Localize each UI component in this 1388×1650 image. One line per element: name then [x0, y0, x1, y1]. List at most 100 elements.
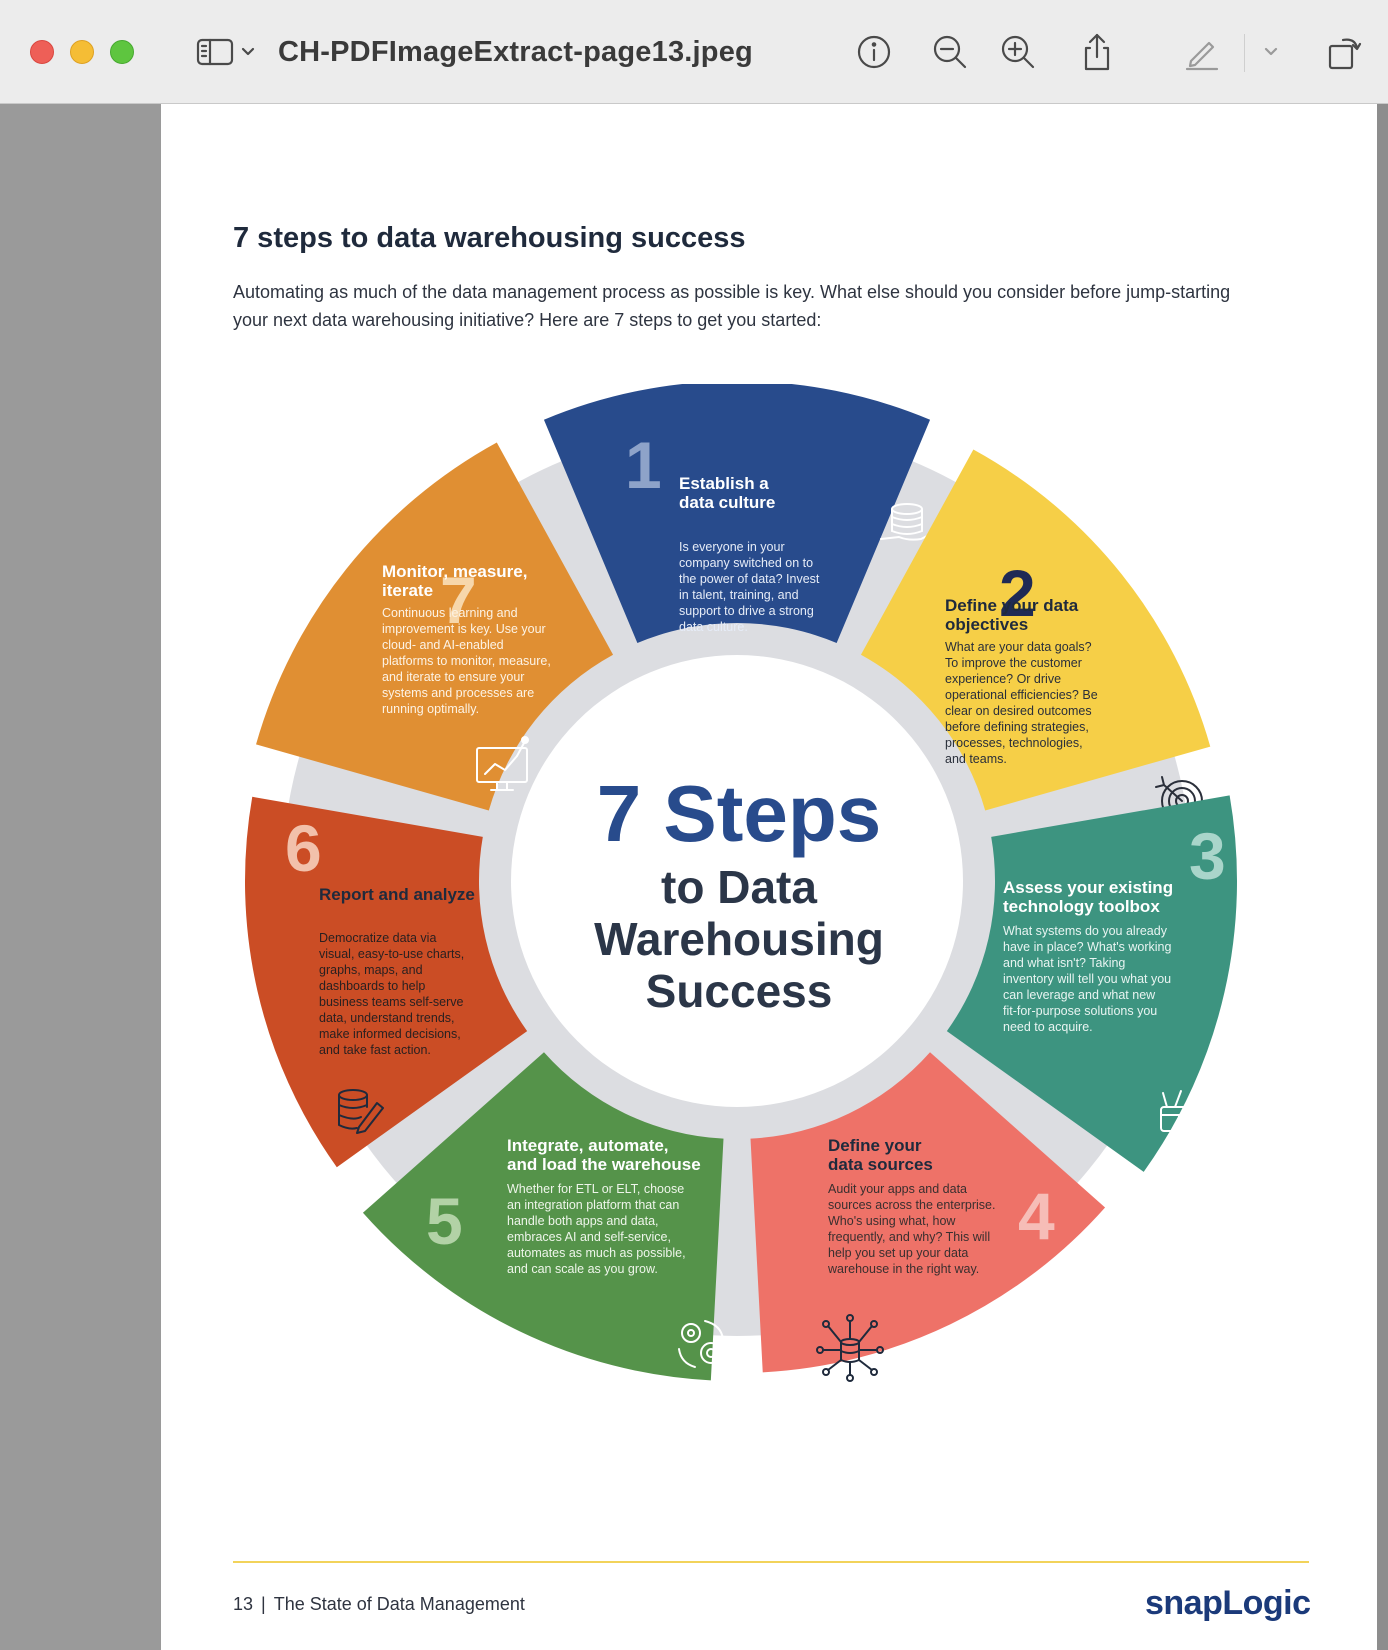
- step-5-title: Integrate, automate,: [507, 1136, 669, 1155]
- center-subtitle-line-1: to Data: [661, 861, 817, 913]
- step-4-body-line: frequently, and why? This will: [828, 1230, 990, 1244]
- step-5-body-line: handle both apps and data,: [507, 1214, 659, 1228]
- close-window-button[interactable]: [30, 40, 54, 64]
- step-4-body-line: Who's using what, how: [828, 1214, 956, 1228]
- chevron-down-icon: [241, 47, 255, 56]
- zoom-in-button[interactable]: [996, 30, 1040, 74]
- step-6-body-line: business teams self-serve: [319, 995, 464, 1009]
- step-2-title: Define your data: [945, 596, 1079, 615]
- step-1-wedge: [543, 384, 931, 644]
- step-4-wedge: [750, 1052, 1106, 1373]
- step-3-wedge: [946, 795, 1237, 1172]
- toolbar-divider: [1244, 34, 1245, 72]
- markup-button[interactable]: [1180, 30, 1224, 74]
- step-1-body-line: Is everyone in your: [679, 540, 785, 554]
- step-4-title: Define your: [828, 1136, 922, 1155]
- markup-menu-button[interactable]: [1256, 30, 1286, 74]
- footer-divider: [233, 1561, 1309, 1563]
- monitor-chart-icon: [476, 736, 529, 791]
- chevron-down-icon: [1264, 47, 1278, 56]
- step-3-body-line: can leverage and what new: [1003, 988, 1156, 1002]
- step-4-title-line-2: data sources: [828, 1155, 933, 1174]
- step-1-body-line: data culture.: [679, 620, 748, 634]
- footer-separator: |: [261, 1594, 266, 1614]
- step-7-number: 7: [440, 563, 477, 637]
- step-2-body-line: clear on desired outcomes: [945, 704, 1092, 718]
- step-7-body-line: improvement is key. Use your: [382, 622, 546, 636]
- step-6-body-line: data, understand trends,: [319, 1011, 455, 1025]
- zoom-out-button[interactable]: [928, 30, 972, 74]
- zoom-in-icon: [1001, 35, 1035, 69]
- step-5-number: 5: [426, 1184, 463, 1258]
- step-6-title: Report and analyze: [319, 885, 475, 904]
- sidebar-icon: [196, 38, 234, 66]
- document-title: The State of Data Management: [273, 1594, 525, 1614]
- step-3-body-line: What systems do you already: [1003, 924, 1168, 938]
- step-3-body-line: inventory will tell you what you: [1003, 972, 1171, 986]
- intro-paragraph: Automating as much of the data managemen…: [233, 282, 1231, 330]
- rotate-icon: [1328, 38, 1362, 70]
- step-2-body-line: What are your data goals?: [945, 640, 1092, 654]
- step-7-title-line-2: iterate: [382, 581, 433, 600]
- step-5-body-line: embraces AI and self-service,: [507, 1230, 671, 1244]
- step-2-body-line: processes, technologies,: [945, 736, 1083, 750]
- step-3-body-line: have in place? What's working: [1003, 940, 1171, 954]
- sidebar-toggle-button[interactable]: [186, 30, 266, 74]
- page-footer: 13 | The State of Data Management: [233, 1594, 525, 1615]
- step-6-body-line: make informed decisions,: [319, 1027, 461, 1041]
- step-2-body-line: experience? Or drive: [945, 672, 1061, 686]
- step-5-body-line: an integration platform that can: [507, 1198, 679, 1212]
- info-icon: [857, 35, 891, 69]
- step-1-body-line: the power of data? Invest: [679, 572, 820, 586]
- share-button[interactable]: [1075, 30, 1119, 74]
- rotate-button[interactable]: [1322, 30, 1366, 74]
- share-icon: [1084, 33, 1110, 71]
- step-5-body-line: and can scale as you grow.: [507, 1262, 658, 1276]
- step-6-body-line: graphs, maps, and: [319, 963, 423, 977]
- center-subtitle-line-2: Warehousing: [594, 913, 884, 965]
- step-6-body-line: dashboards to help: [319, 979, 425, 993]
- center-title: 7 Steps: [597, 769, 882, 858]
- step-2-body-line: and teams.: [945, 752, 1007, 766]
- step-7-body-line: systems and processes are: [382, 686, 534, 700]
- step-4-body-line: sources across the enterprise.: [828, 1198, 995, 1212]
- step-5-body-line: Whether for ETL or ELT, choose: [507, 1182, 684, 1196]
- step-3-body-line: fit-for-purpose solutions you: [1003, 1004, 1157, 1018]
- toolbox-icon: [1160, 1090, 1208, 1132]
- step-3-number: 3: [1189, 819, 1226, 893]
- step-6-wedge: [244, 796, 528, 1168]
- document-page: 7 steps to data warehousing success Auto…: [161, 104, 1377, 1650]
- page-number: 13: [233, 1594, 254, 1614]
- step-1-body-line: support to drive a strong: [679, 604, 814, 618]
- step-2-body-line: To improve the customer: [945, 656, 1082, 670]
- center-disc: [511, 655, 963, 1107]
- gears-icon: [678, 1320, 724, 1368]
- step-6-body-line: and take fast action.: [319, 1043, 431, 1057]
- step-6-number: 6: [285, 811, 322, 885]
- step-3-body-line: and what isn't? Taking: [1003, 956, 1125, 970]
- step-2-number: 2: [999, 556, 1036, 630]
- step-4-body-line: Audit your apps and data: [828, 1182, 967, 1196]
- zoom-window-button[interactable]: [110, 40, 134, 64]
- step-6-body-line: Democratize data via: [319, 931, 436, 945]
- database-hand-icon: [880, 503, 934, 541]
- database-pencil-icon: [338, 1089, 384, 1134]
- step-3-title: Assess your existing: [1003, 878, 1173, 897]
- step-2-body-line: operational efficiencies? Be: [945, 688, 1098, 702]
- window-toolbar: CH-PDFImageExtract-page13.jpeg: [0, 0, 1388, 104]
- step-1-body-line: in talent, training, and: [679, 588, 799, 602]
- info-button[interactable]: [852, 30, 896, 74]
- step-1-body-line: company switched on to: [679, 556, 813, 570]
- step-2-wedge: [860, 449, 1211, 811]
- step-7-body-line: and iterate to ensure your: [382, 670, 524, 684]
- minimize-window-button[interactable]: [70, 40, 94, 64]
- window-edge: [1377, 104, 1388, 1650]
- window-title: CH-PDFImageExtract-page13.jpeg: [278, 36, 753, 68]
